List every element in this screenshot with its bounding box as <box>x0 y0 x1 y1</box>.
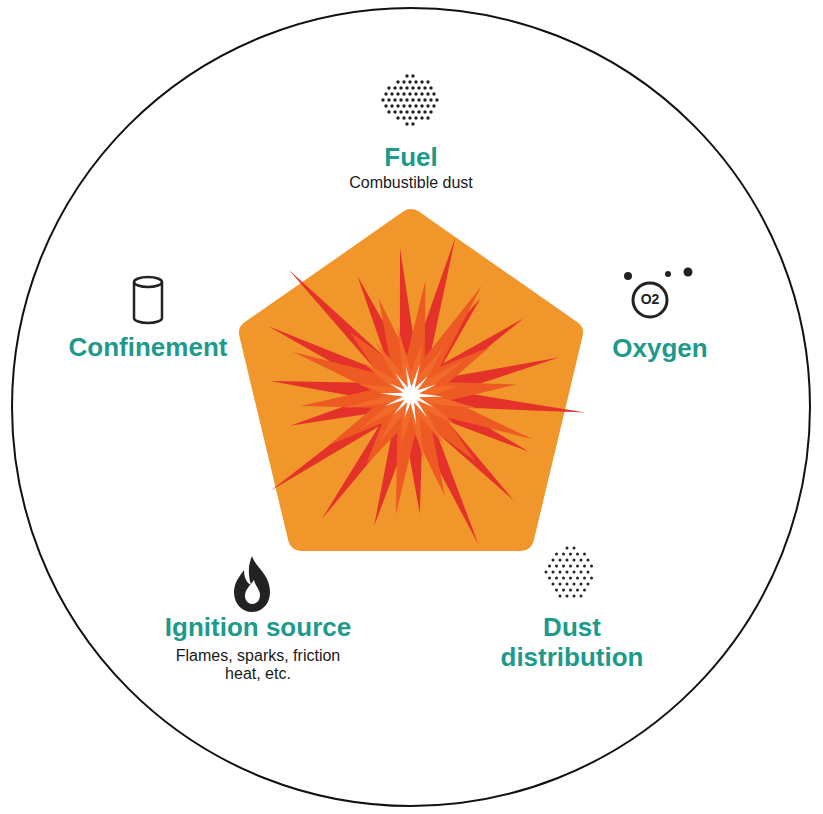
factor-heading: Ignition source <box>138 613 378 643</box>
outer-circle <box>12 8 810 806</box>
oxygen-icon <box>624 268 693 318</box>
pentagon <box>252 222 570 538</box>
burst-spikes <box>293 280 533 514</box>
dust-distribution-icon <box>545 547 594 598</box>
factor-heading: Dust distribution <box>472 613 672 673</box>
factor-heading: Fuel <box>311 143 511 173</box>
burst-spikes <box>268 237 585 544</box>
confinement-icon <box>134 277 162 323</box>
factor-description: Flames, sparks, friction heat, etc. <box>176 647 341 684</box>
explosion-burst <box>268 237 585 544</box>
factor-heading: Oxygen <box>580 334 740 364</box>
burst-spikes <box>344 326 479 460</box>
burst-spikes <box>380 364 443 425</box>
flame-icon <box>234 556 270 612</box>
factor-description: Combustible dust <box>301 174 521 192</box>
oxygen-symbol: O2 <box>635 291 665 307</box>
fuel-dust-icon <box>381 74 438 125</box>
factor-heading: Confinement <box>38 333 258 363</box>
